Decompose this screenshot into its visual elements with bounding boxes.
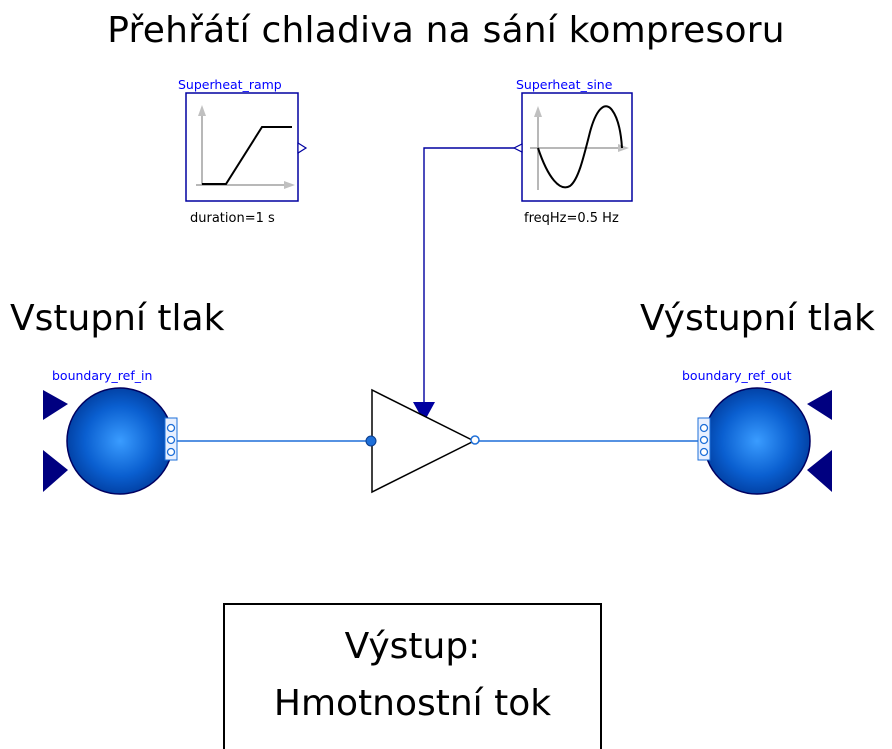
superheat-sine-block[interactable]: [512, 92, 633, 202]
sine-component-name: Superheat_sine: [516, 77, 613, 92]
boundary-out-name: boundary_ref_out: [682, 368, 792, 383]
boundary-ref-in[interactable]: [43, 387, 178, 495]
boundary-ref-out[interactable]: [697, 387, 832, 495]
boundary-in-input-arrow-2: [43, 450, 68, 492]
flow-element[interactable]: [365, 388, 480, 494]
boundary-out-input-arrow-2: [807, 450, 832, 492]
sine-output-port: [512, 143, 523, 153]
ramp-component-name: Superheat_ramp: [178, 77, 282, 92]
boundary-out-input-arrow-1: [807, 390, 832, 420]
signal-connection: [423, 147, 514, 405]
superheat-ramp-block[interactable]: [185, 92, 308, 202]
valve-signal-input-arrow: [413, 402, 435, 422]
boundary-in-input-arrow-1: [43, 390, 68, 420]
output-box-frame: [223, 603, 602, 749]
diagram-title: Přehřátí chladiva na sání kompresoru: [107, 10, 785, 51]
output-box-line2: Hmotnostní tok: [273, 683, 552, 724]
output-box-line1: Výstup:: [344, 626, 481, 667]
sine-frequency-param: freqHz=0.5 Hz: [524, 211, 619, 226]
flow-element-inlet-port: [365, 435, 377, 447]
inlet-pressure-label: Vstupní tlak: [10, 298, 225, 339]
ramp-output-port: [297, 141, 308, 155]
outlet-pressure-label: Výstupní tlak: [640, 298, 875, 339]
flow-element-outlet-port: [470, 435, 480, 445]
ramp-duration-param: duration=1 s: [190, 211, 275, 226]
boundary-in-name: boundary_ref_in: [52, 368, 153, 383]
